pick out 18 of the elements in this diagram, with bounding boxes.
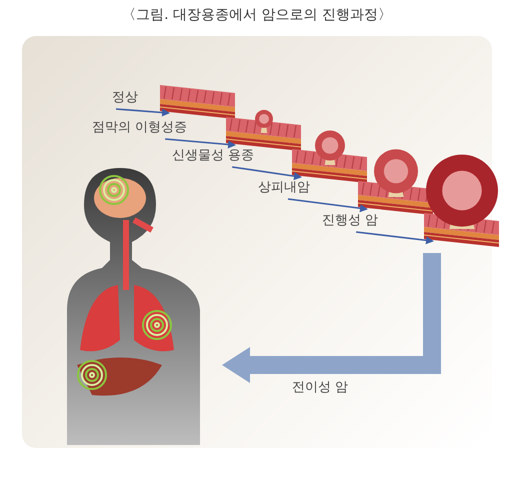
arrow: [288, 198, 368, 212]
stage-label: 신생물성 용종: [172, 146, 254, 164]
arrow: [232, 166, 302, 180]
edge-label: 전이성 암: [292, 379, 348, 396]
stage-label: 점막의 이형성증: [92, 118, 188, 136]
stage-label: 상피내암: [258, 178, 310, 196]
title: 〈그림. 대장용종에서 암으로의 진행과정〉: [121, 6, 393, 24]
arrow: [165, 138, 236, 148]
tissue-section-drawing: [358, 149, 434, 215]
arrow: [116, 108, 170, 117]
stage-label: 진행성 암: [322, 211, 378, 229]
tissue-section-drawing: [226, 110, 302, 151]
arrow: [356, 231, 434, 244]
stage-label: 정상: [112, 88, 138, 106]
arrow: [222, 253, 441, 383]
tissue-section-drawing: [160, 85, 236, 119]
tissue-section-drawing: [424, 154, 500, 247]
tissue-section-drawing: [292, 130, 368, 183]
